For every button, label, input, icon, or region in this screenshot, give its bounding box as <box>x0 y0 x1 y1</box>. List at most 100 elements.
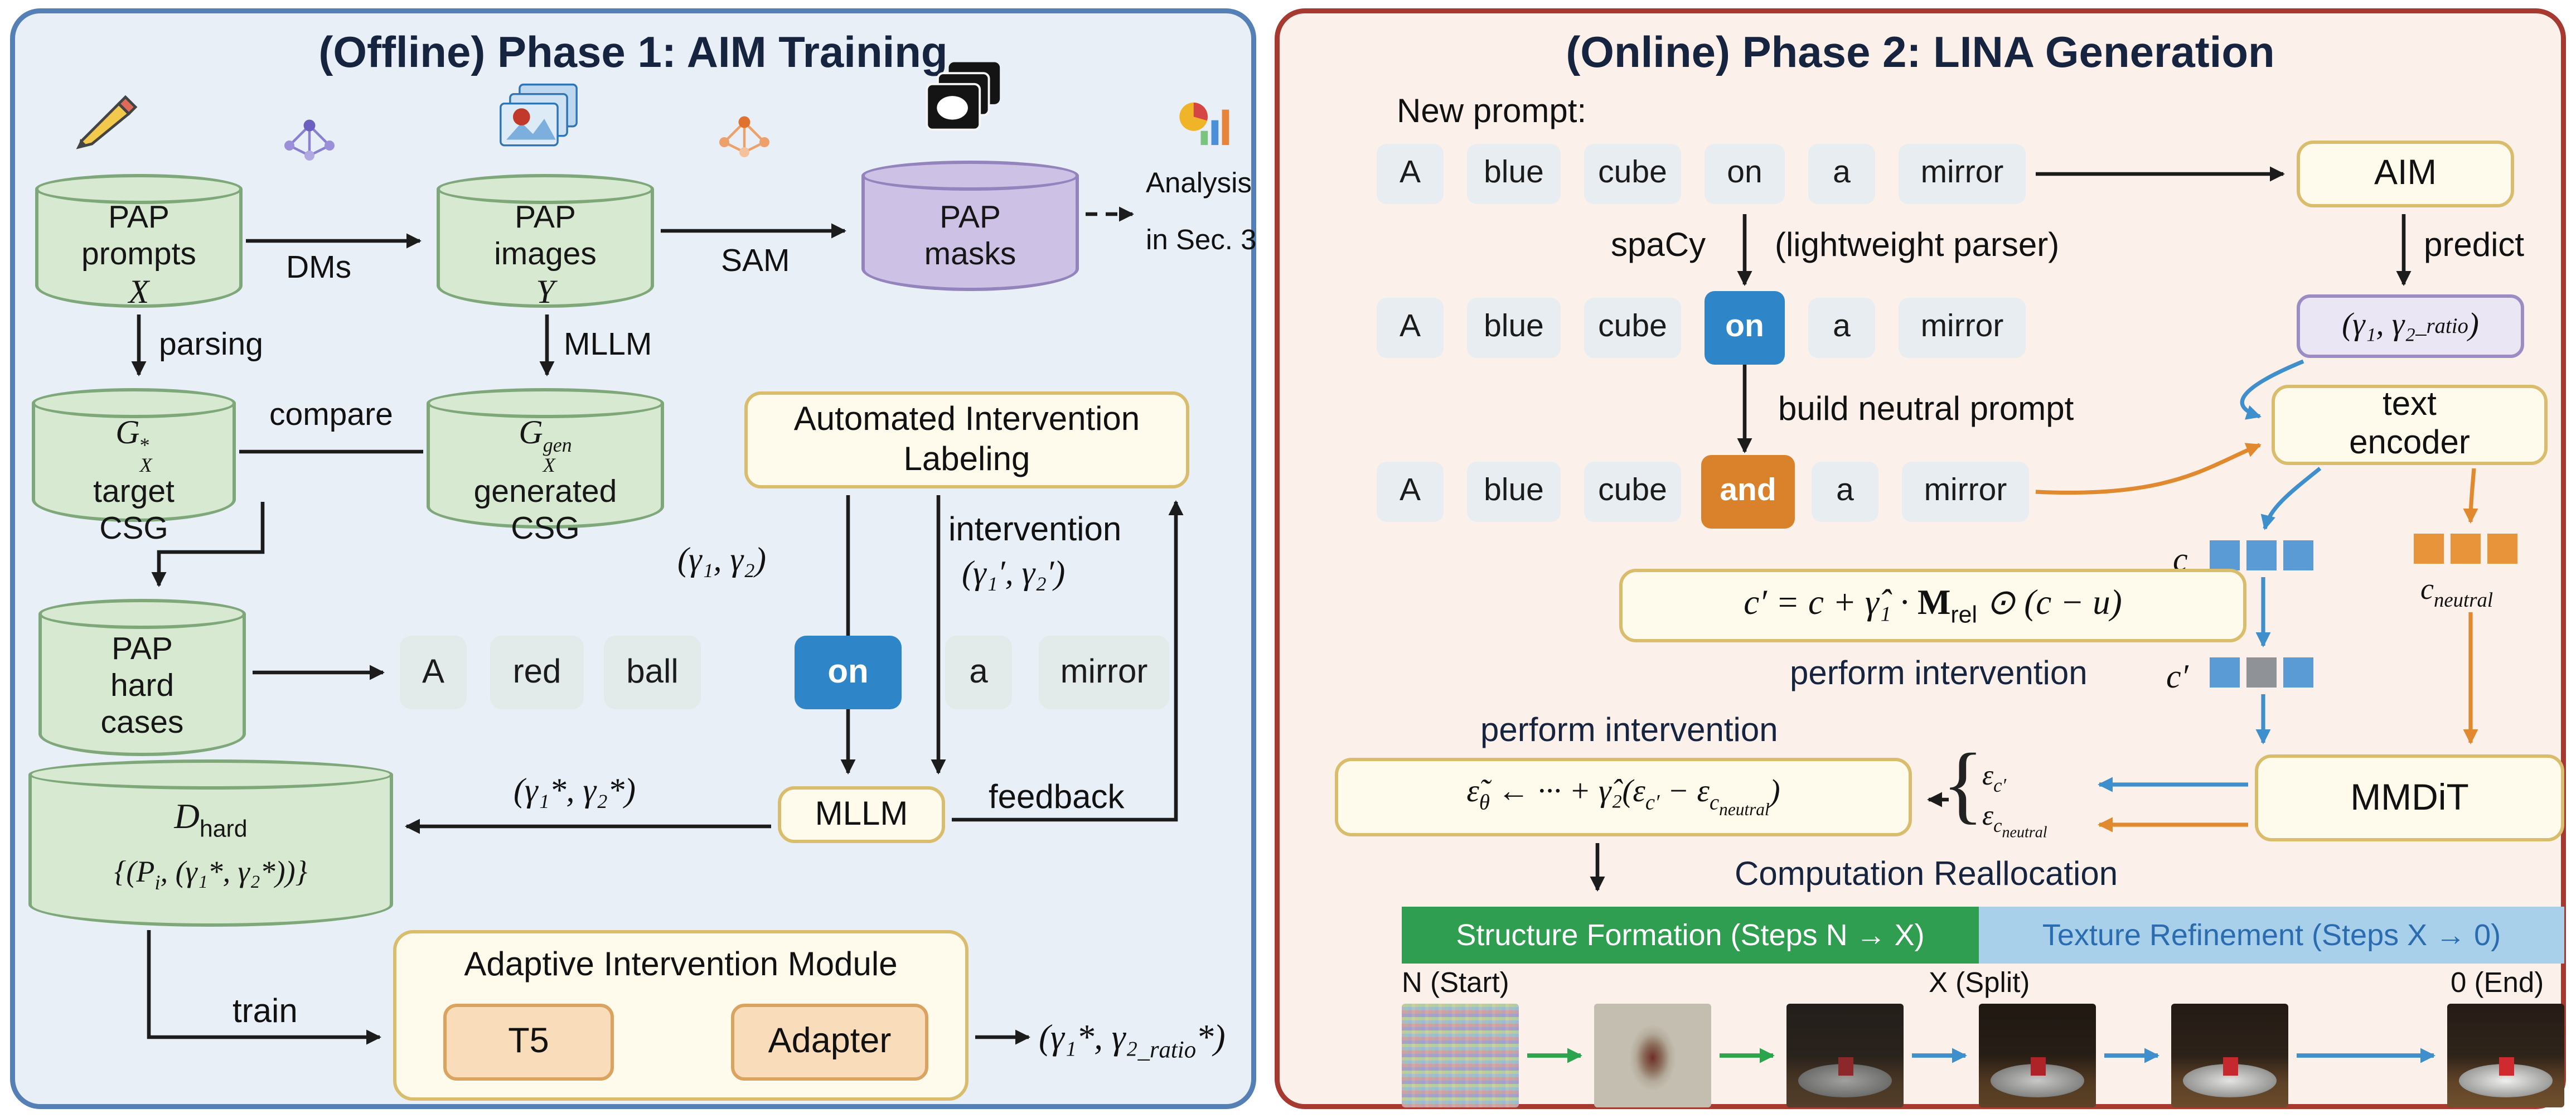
feedback-label: feedback <box>989 780 1125 816</box>
cprime-embedding-square <box>2283 657 2313 688</box>
mllm-box: MLLM <box>778 786 945 843</box>
step-split-label: X (Split) <box>1929 967 2030 999</box>
cyl-math: Y <box>536 274 555 312</box>
target-csg-cylinder: G*X target CSG <box>32 388 236 547</box>
cyl-line: hard <box>110 669 175 705</box>
cyl-line: CSG <box>99 512 168 548</box>
diffusion-image-refine <box>2171 1004 2288 1107</box>
r2-token-mirror: mirror <box>1899 298 2026 358</box>
r3-token-cube: cube <box>1584 462 1681 522</box>
computation-reallocation-label: Computation Reallocation <box>1735 856 2118 893</box>
gamma-predict-box: (γ₁, γ₂_ratio) <box>2297 294 2524 358</box>
parsing-label: parsing <box>159 328 263 363</box>
phase2-title: (Online) Phase 2: LINA Generation <box>1566 27 2275 77</box>
r1-token-a: A <box>1377 144 1444 204</box>
r2-token-on-highlighted: on <box>1705 291 1785 365</box>
c-intervention-formula: c′ = c + γ̂₁ · Mrel ⊙ (c − u) <box>1744 582 2122 630</box>
sam-label: SAM <box>721 244 790 279</box>
dhard-dataset-cylinder: Dhard {(Pi, (γ₁*, γ₂*))} <box>28 759 393 927</box>
gamma-pair-star-label: (γ₁*, γ₂*) <box>514 773 636 810</box>
target-csg-math: G*X <box>115 415 152 477</box>
adapter-box: Adapter <box>731 1004 928 1081</box>
photo-stack-icon <box>500 83 578 147</box>
cyl-line: target <box>93 475 175 510</box>
phase1-panel: (Offline) Phase 1: AIM Training <box>10 8 1256 1109</box>
r1-token-blue: blue <box>1467 144 1561 204</box>
new-prompt-label: New prompt: <box>1397 94 1587 130</box>
r2-token-blue: blue <box>1467 298 1561 358</box>
cyl-line: images <box>494 238 597 273</box>
predict-label: predict <box>2424 228 2525 264</box>
sub: X <box>139 453 152 477</box>
pap-prompts-cylinder: PAP prompts X <box>35 174 243 311</box>
cneutral-embedding-square <box>2451 534 2481 564</box>
encoder-line2: encoder <box>2349 425 2470 462</box>
token-chip-a2: a <box>945 636 1012 709</box>
gamma-pair-prime-label: (γ₁′, γ₂′) <box>962 555 1066 592</box>
epsilon-formula-box: ε̃θ ← ··· + γ̂₂(εc′ − εcneutral) <box>1335 758 1912 836</box>
r1-token-on: on <box>1705 144 1785 204</box>
perform-intervention-c-label: perform intervention <box>1790 656 2088 693</box>
brace: { <box>1942 738 1984 833</box>
perform-intervention-e-label: perform intervention <box>1480 713 1778 749</box>
r3-token-mirror: mirror <box>1902 462 2029 522</box>
build-neutral-label: build neutral prompt <box>1778 391 2074 428</box>
dms-label: DMs <box>286 251 352 286</box>
cyl-line: generated <box>473 475 617 510</box>
r3-token-a: A <box>1377 462 1444 522</box>
r1-token-a2: a <box>1808 144 1875 204</box>
mmdit-box: MMDiT <box>2255 754 2564 841</box>
cneutral-vector-label: cneutral <box>2420 572 2493 612</box>
cyl-line: masks <box>924 238 1016 273</box>
aim-output-label: (γ₁*, γ₂_ratio*) <box>1039 1017 1226 1064</box>
cyl-math: X <box>128 274 149 312</box>
intervention-label: intervention <box>948 512 1122 549</box>
pap-masks-cylinder: PAP masks <box>861 161 1079 291</box>
train-label: train <box>233 994 298 1030</box>
cneutral-embedding-square <box>2487 534 2517 564</box>
cyl-line: cases <box>100 706 184 742</box>
c-intervention-formula-box: c′ = c + γ̂₁ · Mrel ⊙ (c − u) <box>1619 569 2246 642</box>
r1-token-mirror: mirror <box>1899 144 2026 204</box>
eps-cneutral-label: εcneutral <box>1982 800 2047 843</box>
cyl-line: PAP <box>108 201 170 236</box>
step-start-label: N (Start) <box>1402 967 1509 999</box>
token-chip-ball: ball <box>604 636 701 709</box>
parser-label: (lightweight parser) <box>1775 228 2060 264</box>
text-encoder-box: text encoder <box>2272 385 2548 465</box>
cyl-line: PAP <box>112 632 173 667</box>
sup: * <box>139 433 150 457</box>
dhard-math: Dhard <box>174 796 248 844</box>
diffusion-image-final <box>2447 1004 2564 1107</box>
diffusion-image-split <box>1979 1004 2096 1107</box>
mllm-edge-label: MLLM <box>564 328 652 363</box>
r2-token-a2: a <box>1808 298 1875 358</box>
aim-box: AIM <box>2297 141 2514 207</box>
token-chip-red: red <box>490 636 584 709</box>
adaptive-intervention-module-box: Adaptive Intervention Module T5 Adapter <box>393 930 969 1101</box>
r3-token-a2: a <box>1812 462 1878 522</box>
cprime-vector-label: c′ <box>2166 659 2188 696</box>
pap-images-cylinder: PAP images Y <box>437 174 654 311</box>
c-embedding-square <box>2246 540 2277 570</box>
token-chip-mirror: mirror <box>1039 636 1169 709</box>
epsilon-formula: ε̃θ ← ··· + γ̂₂(εc′ − εcneutral) <box>1466 774 1780 820</box>
r3-token-blue: blue <box>1467 462 1561 522</box>
r2-token-cube: cube <box>1584 298 1681 358</box>
sup: gen <box>543 433 572 457</box>
c-embedding-square <box>2210 540 2240 570</box>
cyl-line: CSG <box>511 512 580 548</box>
phase2-panel: (Online) Phase 2: LINA Generation New pr… <box>1275 8 2566 1109</box>
aim-module-title: Adaptive Intervention Module <box>464 947 898 984</box>
cneutral-embedding-square <box>2414 534 2444 564</box>
sub: X <box>543 453 555 477</box>
sam-network-icon <box>719 116 769 157</box>
analysis-label-line1: Analysis <box>1146 167 1252 199</box>
analysis-chart-icon <box>1179 102 1229 146</box>
token-chip-on: on <box>795 636 902 709</box>
texture-refinement-bar: Texture Refinement (Steps X → 0) <box>1979 907 2564 964</box>
dhard-set: {(Pi, (γ₁*, γ₂*))} <box>114 854 308 894</box>
ail-line2: Labeling <box>903 442 1030 478</box>
